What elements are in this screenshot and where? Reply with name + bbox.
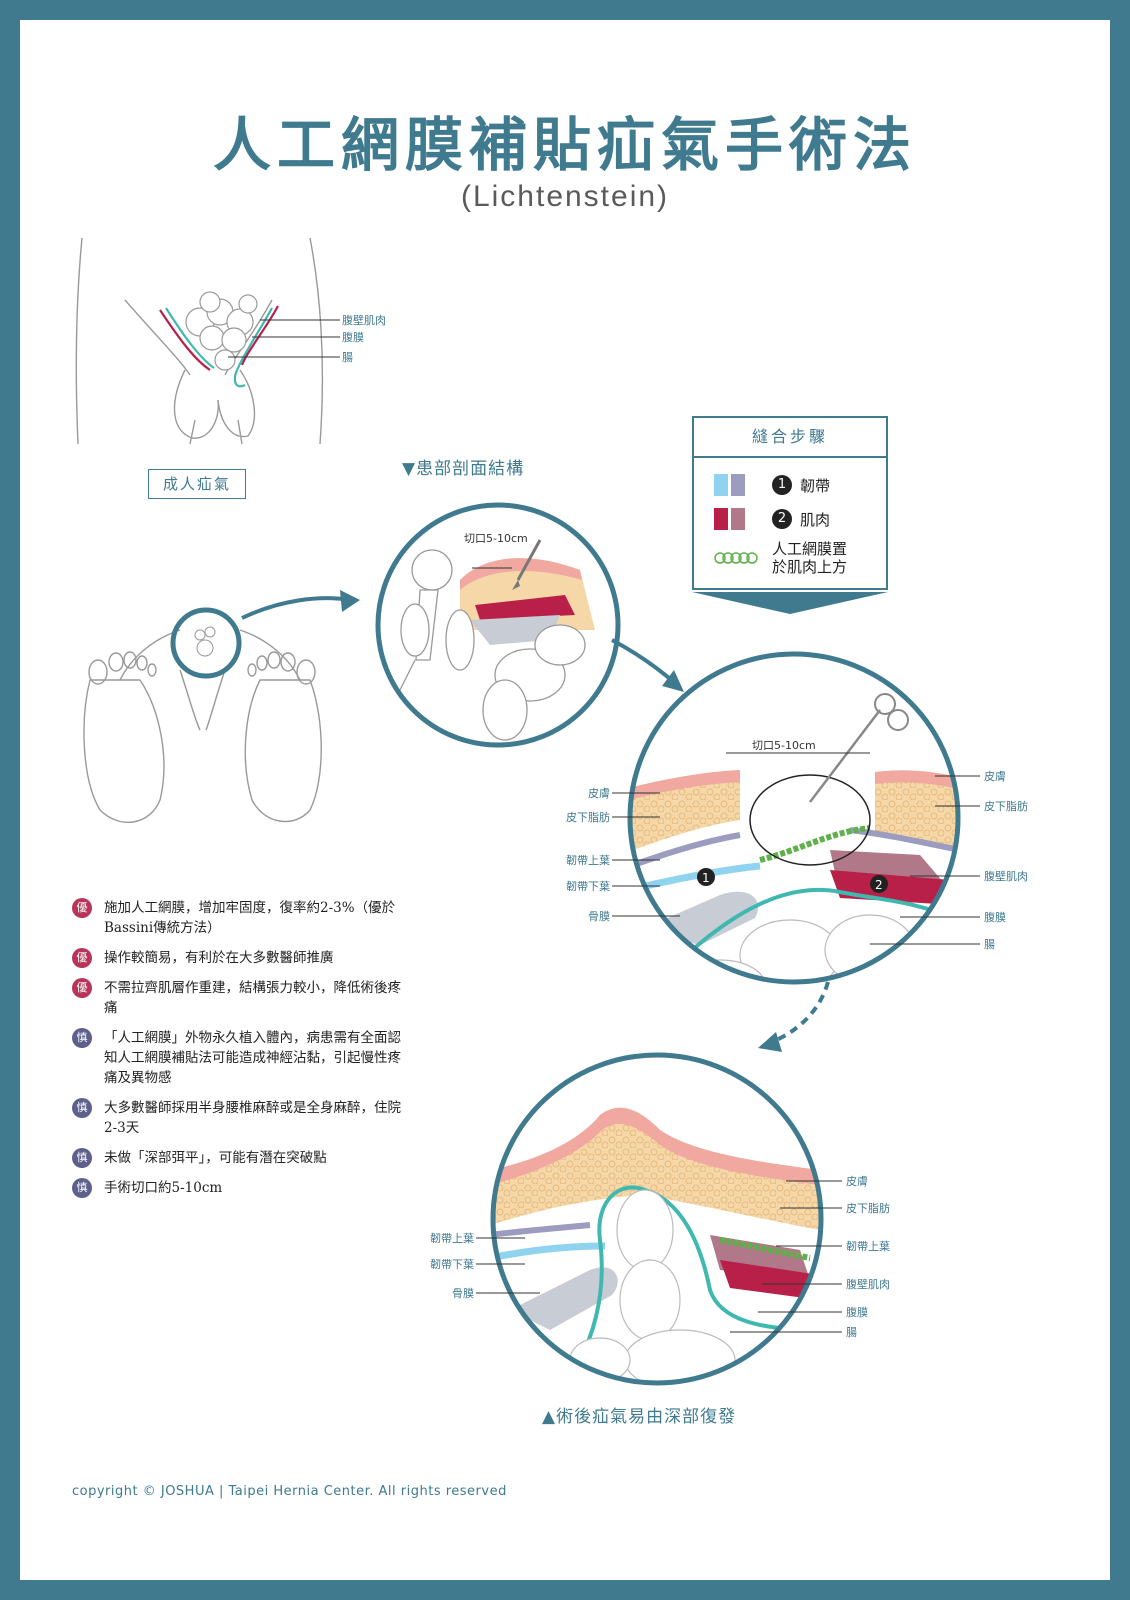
svg-text:1: 1 — [702, 871, 710, 885]
bot-right-lig-upper: 韌帶上葉 — [846, 1239, 890, 1253]
swatch-muscle-light — [731, 508, 745, 530]
supine-figure — [83, 629, 322, 824]
bot-right-intestine: 腸 — [846, 1326, 857, 1339]
bot-right-skin: 皮膚 — [846, 1174, 868, 1188]
list-item-text: 大多數醫師採用半身腰椎麻醉或是全身麻醉，住院2-3天 — [104, 1100, 401, 1136]
list-item: 慎 「人工網膜」外物永久植入體內，病患需有全面認知人工網膜補貼法可能造成神經沾黏… — [72, 1028, 402, 1088]
page-title: 人工網膜補貼疝氣手術法 — [212, 111, 917, 179]
adult-label-intestine: 腸 — [342, 351, 353, 364]
repair-leader-lines-left — [612, 792, 680, 917]
mid-left-skin: 皮膚 — [588, 786, 610, 800]
bot-right-muscle: 腹壁肌肉 — [846, 1277, 890, 1291]
mid-right-intestine: 腸 — [984, 938, 995, 951]
adult-figure — [75, 237, 324, 445]
recurrence-leader-lines-left — [476, 1237, 540, 1294]
list-item: 慎 大多數醫師採用半身腰椎麻醉或是全身麻醉，住院2-3天 — [72, 1098, 402, 1138]
recurrence-caption: ▲術後疝氣易由深部復發 — [542, 1407, 737, 1427]
legend-label-mesh-2: 於肌肉上方 — [772, 558, 848, 576]
mid-left-periosteum: 骨膜 — [588, 910, 610, 923]
recurrence-view — [493, 1107, 821, 1383]
copyright-footer: copyright © JOSHUA | Taipei Hernia Cente… — [72, 1484, 507, 1499]
scalpel-icon — [516, 539, 542, 581]
intestine-coils — [185, 291, 258, 371]
legend-label-mesh-1: 人工網膜置 — [772, 540, 848, 558]
swatch-ligament-lower — [714, 474, 728, 496]
list-item: 優 施加人工網膜，增加牢固度，復率約2-3%（優於Bassini傳統方法） — [72, 898, 402, 938]
bot-right-fat: 皮下脂肪 — [846, 1201, 890, 1215]
mid-left-lig-upper: 韌帶上葉 — [566, 853, 610, 867]
adult-layer-lines — [159, 305, 279, 388]
mid-right-muscle: 腹壁肌肉 — [984, 869, 1028, 883]
bot-left-lig-upper: 韌帶上葉 — [430, 1231, 474, 1245]
pro-badge: 優 — [72, 898, 92, 918]
legend-number-1: 1 — [772, 475, 792, 495]
svg-text:2: 2 — [875, 878, 883, 892]
caution-badge: 慎 — [72, 1178, 92, 1198]
list-item-text: 未做「深部弭平」，可能有潛在突破點 — [104, 1150, 327, 1166]
legend-label-muscle: 肌肉 — [800, 510, 831, 529]
repair-incision-label: 切口5-10cm — [752, 739, 816, 752]
repair-view-circle — [627, 651, 961, 985]
arrow-to-section — [241, 596, 351, 620]
list-item-text: 施加人工網膜，增加牢固度，復率約2-3%（優於Bassini傳統方法） — [104, 900, 396, 936]
swatch-ligament-upper — [731, 474, 745, 496]
legend-title: 縫合步驟 — [694, 418, 886, 458]
adult-hernia-caption: 成人疝氣 — [148, 469, 246, 499]
adult-label-muscle: 腹壁肌肉 — [342, 313, 386, 327]
suture-legend: 縫合步驟 1 韌帶 2 肌肉 人工網膜置 於肌肉上方 — [692, 416, 888, 590]
list-item-text: 「人工網膜」外物永久植入體內，病患需有全面認知人工網膜補貼法可能造成神經沾黏，引… — [104, 1030, 401, 1086]
pro-badge: 優 — [72, 948, 92, 968]
poster: 人工網膜補貼疝氣手術法 (Lichtenstein) — [20, 20, 1110, 1580]
illustration-canvas: 腹壁肌肉 腹膜 腸 — [75, 237, 1028, 1386]
list-item-text: 不需拉齊肌層作重建，結構張力較小，降低術後疼痛 — [104, 980, 401, 1016]
arrow-to-recurrence — [771, 981, 830, 1044]
list-item: 慎 手術切口約5-10cm — [72, 1178, 402, 1198]
mesh-icon — [714, 552, 758, 564]
pros-cons-list: 優 施加人工網膜，增加牢固度，復率約2-3%（優於Bassini傳統方法） 優 … — [72, 898, 402, 1208]
list-item: 慎 未做「深部弭平」，可能有潛在突破點 — [72, 1148, 402, 1168]
legend-number-2: 2 — [772, 509, 792, 529]
mid-right-peritoneum: 腹膜 — [984, 910, 1006, 924]
step-2-marker — [870, 875, 888, 893]
list-item: 優 操作較簡易，有利於在大多數醫師推廣 — [72, 948, 402, 968]
list-item: 優 不需拉齊肌層作重建，結構張力較小，降低術後疼痛 — [72, 978, 402, 1018]
side-incision-label: 切口5-10cm — [464, 532, 528, 545]
bot-left-periosteum: 骨膜 — [452, 1287, 474, 1300]
legend-pointer — [692, 592, 888, 614]
side-view — [394, 539, 595, 741]
bot-left-lig-lower: 韌帶下葉 — [430, 1257, 474, 1271]
side-view-circle — [375, 502, 621, 748]
repair-leader-lines-right — [870, 775, 980, 945]
step-1-marker — [697, 868, 715, 886]
arrow-to-repair — [611, 638, 678, 686]
list-item-text: 手術切口約5-10cm — [104, 1180, 223, 1196]
legend-row-mesh: 人工網膜置 於肌肉上方 — [714, 540, 847, 576]
swatch-muscle-dark — [714, 508, 728, 530]
mid-right-fat: 皮下脂肪 — [984, 799, 1028, 813]
focus-circle — [170, 607, 242, 679]
pro-badge: 優 — [72, 978, 92, 998]
list-item-text: 操作較簡易，有利於在大多數醫師推廣 — [104, 950, 334, 966]
mid-right-skin: 皮膚 — [984, 769, 1006, 783]
caution-badge: 慎 — [72, 1028, 92, 1048]
adult-label-peritoneum: 腹膜 — [342, 330, 364, 344]
recurrence-view-circle — [490, 1052, 824, 1386]
needle-holder-icon — [809, 709, 881, 803]
caution-badge: 慎 — [72, 1098, 92, 1118]
recurrence-leader-lines-right — [730, 1180, 842, 1333]
mid-left-lig-lower: 韌帶下葉 — [566, 879, 610, 893]
legend-label-ligament: 韌帶 — [800, 476, 831, 495]
legend-row-muscle: 2 肌肉 — [714, 508, 830, 530]
page-subtitle: (Lichtenstein) — [460, 180, 670, 213]
mid-left-fat: 皮下脂肪 — [566, 810, 610, 824]
caution-badge: 慎 — [72, 1148, 92, 1168]
bot-right-peritoneum: 腹膜 — [846, 1305, 868, 1319]
adult-leader-lines — [228, 319, 340, 358]
legend-row-ligament: 1 韌帶 — [714, 474, 830, 496]
section-caption: ▼患部剖面結構 — [402, 459, 525, 479]
